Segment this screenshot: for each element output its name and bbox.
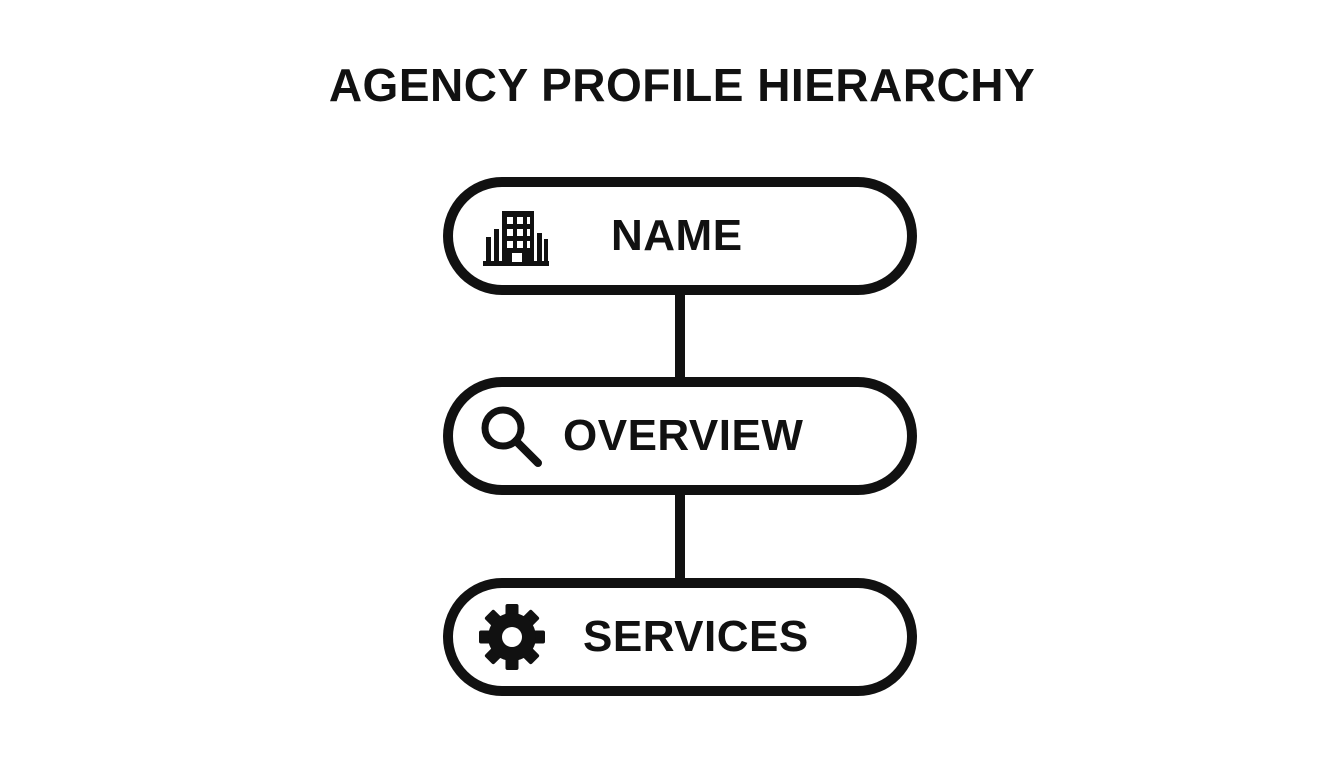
connector-overview-services xyxy=(675,488,685,586)
node-name-label: NAME xyxy=(611,211,743,260)
node-services: SERVICES xyxy=(443,578,917,696)
search-icon xyxy=(481,406,542,467)
gear-icon xyxy=(479,604,545,670)
node-overview-body: OVERVIEW xyxy=(453,387,907,485)
node-name: NAME xyxy=(443,177,917,295)
node-services-label: SERVICES xyxy=(583,612,809,661)
node-services-body: SERVICES xyxy=(453,588,907,686)
diagram-title: AGENCY PROFILE HIERARCHY xyxy=(328,59,1036,111)
node-overview: OVERVIEW xyxy=(443,377,917,495)
node-overview-label: OVERVIEW xyxy=(563,411,804,460)
building-icon xyxy=(483,211,549,266)
node-name-body: NAME xyxy=(453,187,907,285)
connector-name-overview xyxy=(675,288,685,384)
